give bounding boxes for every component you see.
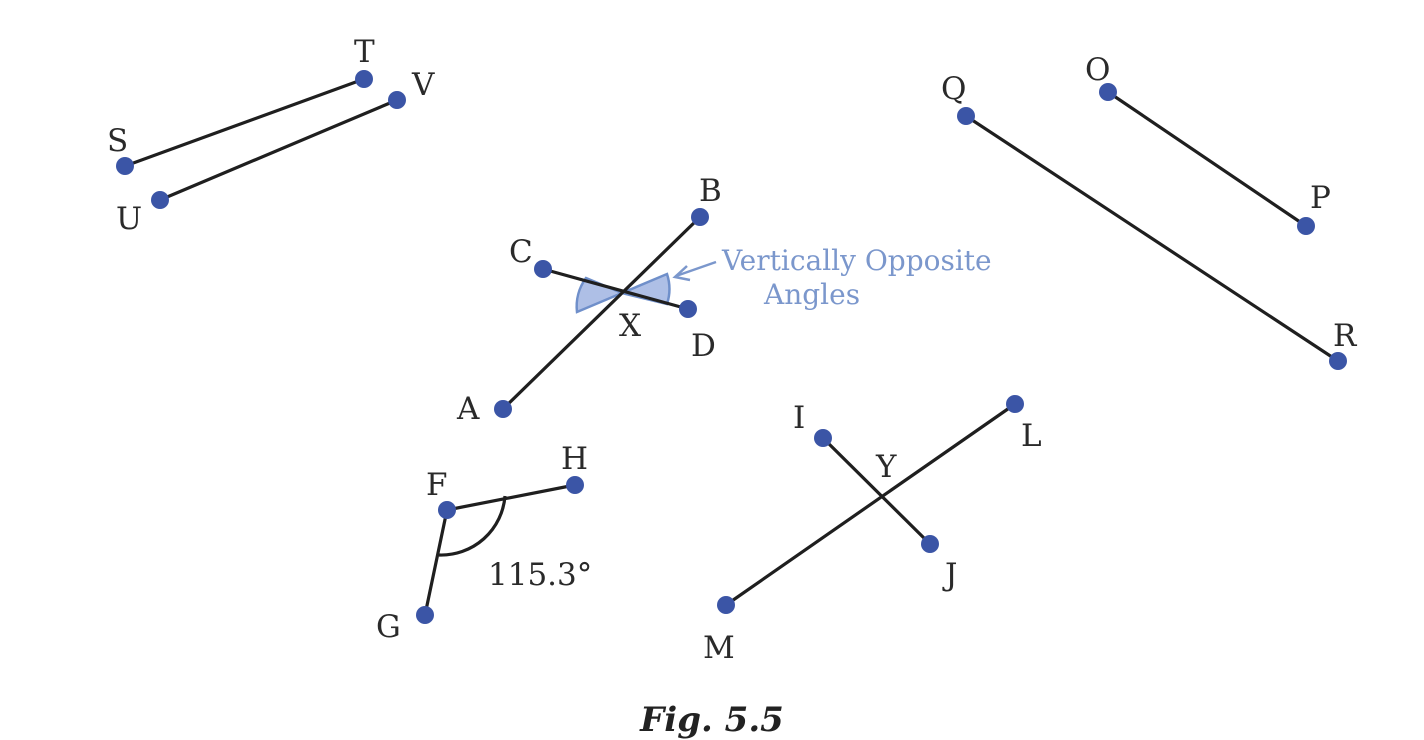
segment-ij bbox=[821, 436, 932, 546]
point-r bbox=[1329, 352, 1347, 370]
label-l: L bbox=[1021, 418, 1042, 454]
point-d bbox=[679, 300, 697, 318]
angle-gfh-figure: F H G 115.3° bbox=[376, 441, 592, 645]
annotation-line1: Vertically Opposite bbox=[721, 244, 992, 277]
point-u bbox=[151, 191, 169, 209]
segment-qr bbox=[964, 114, 1340, 363]
point-v bbox=[388, 91, 406, 109]
label-i: I bbox=[793, 400, 805, 436]
label-a: A bbox=[456, 391, 480, 427]
point-t bbox=[355, 70, 373, 88]
vertical-angle-right bbox=[618, 272, 671, 306]
angle-gfh-arc bbox=[438, 495, 507, 557]
annotation-arrowhead-icon bbox=[672, 265, 691, 282]
point-j bbox=[921, 535, 939, 553]
label-h: H bbox=[561, 441, 588, 477]
point-m bbox=[717, 596, 735, 614]
label-d: D bbox=[691, 328, 716, 364]
label-s: S bbox=[107, 123, 128, 159]
point-c bbox=[534, 260, 552, 278]
segment-cd bbox=[541, 267, 690, 311]
segment-op bbox=[1106, 90, 1308, 228]
segment-st bbox=[123, 77, 366, 168]
point-i bbox=[814, 429, 832, 447]
segment-ab bbox=[501, 215, 702, 411]
label-c: C bbox=[509, 234, 533, 270]
point-p bbox=[1297, 217, 1315, 235]
segment-lm bbox=[724, 402, 1017, 607]
segment-fh bbox=[445, 483, 577, 512]
label-y: Y bbox=[875, 449, 897, 485]
vertical-angle-left bbox=[575, 276, 626, 314]
label-r: R bbox=[1333, 318, 1358, 354]
label-t: T bbox=[354, 34, 375, 70]
point-g bbox=[416, 606, 434, 624]
segment-uv bbox=[158, 98, 399, 202]
point-b bbox=[691, 208, 709, 226]
label-g: G bbox=[376, 609, 401, 645]
point-h bbox=[566, 476, 584, 494]
label-b: B bbox=[699, 173, 722, 209]
point-o bbox=[1099, 83, 1117, 101]
label-q: Q bbox=[941, 71, 966, 107]
point-a bbox=[494, 400, 512, 418]
point-q bbox=[957, 107, 975, 125]
intersection-x-figure: A B C D X bbox=[456, 173, 722, 427]
label-u: U bbox=[116, 201, 142, 237]
label-j: J bbox=[942, 557, 957, 593]
label-m: M bbox=[703, 630, 735, 666]
point-l bbox=[1006, 395, 1024, 413]
label-v: V bbox=[411, 67, 435, 103]
point-s bbox=[116, 157, 134, 175]
angle-measure: 115.3° bbox=[488, 557, 592, 593]
label-o: O bbox=[1085, 52, 1110, 88]
vertical-angles-annotation: Vertically Opposite Angles bbox=[672, 244, 992, 311]
label-p: P bbox=[1310, 180, 1331, 216]
intersection-y-figure: M L I J Y bbox=[703, 395, 1042, 666]
figure-caption: Fig. 5.5 bbox=[640, 700, 784, 740]
point-f bbox=[438, 501, 456, 519]
segment-fg bbox=[423, 508, 449, 617]
annotation-arrow bbox=[675, 260, 717, 278]
label-x: X bbox=[619, 308, 641, 344]
segment-pair-st-uv: S T U V bbox=[107, 34, 435, 237]
label-f: F bbox=[426, 467, 448, 503]
annotation-line2: Angles bbox=[763, 278, 860, 311]
segment-pair-qr-op: Q R O P bbox=[941, 52, 1358, 370]
